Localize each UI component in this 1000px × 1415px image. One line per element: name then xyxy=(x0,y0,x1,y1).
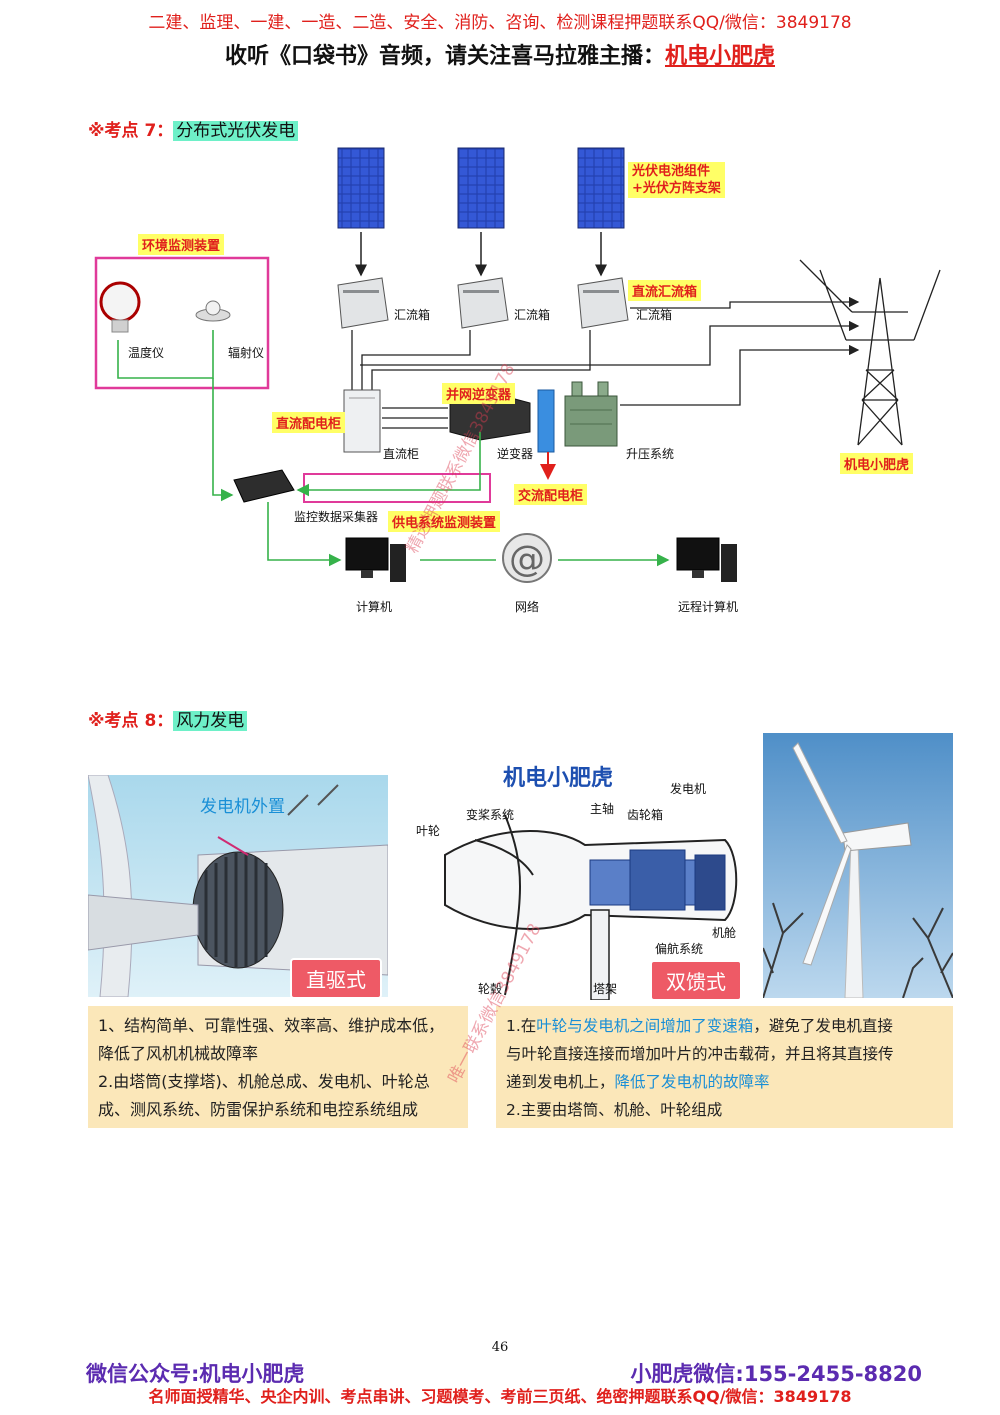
label-inverter: 逆变器 xyxy=(497,447,534,461)
label-nacelle: 机舱 xyxy=(712,926,737,940)
transmission-tower-icon xyxy=(799,259,941,446)
computer-icon xyxy=(345,537,406,582)
note-left-line3: 2.由塔筒(支撑塔)、机舱总成、发电机、叶轮总 xyxy=(98,1072,430,1091)
badge-direct-drive: 直驱式 xyxy=(290,958,382,999)
header-host-name: 机电小肥虎 xyxy=(665,44,776,69)
header-promo-line: 二建、监理、一建、一造、二造、安全、消防、咨询、检测课程押题联系QQ/微信：38… xyxy=(148,13,852,33)
label-pitch-system: 变桨系统 xyxy=(466,808,515,822)
note-right-line2: 与叶轮直接连接而增加叶片的冲击载荷，并且将其直接传 xyxy=(506,1045,894,1063)
transformer-icon xyxy=(564,381,618,447)
badge-doubly-fed: 双馈式 xyxy=(650,960,742,1001)
svg-text:@: @ xyxy=(509,539,545,580)
header-audio-line: 收听《口袋书》音频，请关注喜马拉雅主播：机电小肥虎 xyxy=(0,38,1000,70)
solar-panel-2 xyxy=(457,147,505,229)
img2-title: 机电小肥虎 xyxy=(503,766,614,791)
note-right-l1c: ，避免了发电机直接 xyxy=(753,1017,893,1035)
header-audio-prefix: 收听《口袋书》音频，请关注喜马拉雅主播： xyxy=(224,44,665,69)
combiner-box-3 xyxy=(577,277,629,329)
dc-cabinet-icon xyxy=(343,389,381,453)
note-right-line4: 2.主要由塔筒、机舱、叶轮组成 xyxy=(506,1101,723,1119)
note-left-line1: 1、结构简单、可靠性强、效率高、维护成本低， xyxy=(98,1016,445,1035)
label-generator: 发电机 xyxy=(670,782,707,796)
footer-promo-line: 名师面授精华、央企内训、考点串讲、习题模考、考前三页纸、绝密押题联系QQ/微信：… xyxy=(148,1387,852,1406)
tag-dc-cabinet: 直流配电柜 xyxy=(272,412,346,433)
label-network: 网络 xyxy=(515,600,540,614)
note-left-line4: 成、测风系统、防雷保护系统和电控系统组成 xyxy=(98,1100,419,1119)
label-boost-system: 升压系统 xyxy=(626,447,675,461)
network-icon: @ xyxy=(502,533,552,583)
tag-environment-monitor: 环境监测装置 xyxy=(138,234,225,255)
page-number: 46 xyxy=(491,1340,509,1355)
section7-heading: ※考点 7：分布式光伏发电 xyxy=(88,116,299,141)
note-direct-drive: 1、结构简单、可靠性强、效率高、维护成本低， 降低了风机机械故障率 2.由塔筒(… xyxy=(88,1006,468,1128)
thermometer-icon xyxy=(99,281,141,323)
note-right-line1: 1.在叶轮与发电机之间增加了变速箱，避免了发电机直接 xyxy=(506,1012,943,1040)
section7-prefix: ※考点 7： xyxy=(88,121,174,141)
solar-panel-3 xyxy=(577,147,625,229)
monitor-collector-icon xyxy=(233,469,295,503)
tag-dc-combiner: 直流汇流箱 xyxy=(628,280,702,301)
label-yaw-system: 偏航系统 xyxy=(655,942,704,956)
label-tower: 塔架 xyxy=(593,982,618,996)
label-monitor-collector: 监控数据采集器 xyxy=(294,510,379,524)
label-radiometer: 辐射仪 xyxy=(228,346,265,360)
section8-topic: 风力发电 xyxy=(173,711,248,731)
note-right-l3b: 降低了发电机的故障率 xyxy=(614,1073,770,1091)
tag-pv-line1: 光伏电池组件 xyxy=(632,164,711,179)
direct-drive-turbine-image xyxy=(88,775,388,997)
section8-heading: ※考点 8：风力发电 xyxy=(88,706,248,731)
footer-wechat-contact: 小肥虎微信:155-2455-8820 xyxy=(630,1362,922,1386)
label-main-shaft: 主轴 xyxy=(590,802,615,816)
combiner-box-2 xyxy=(457,277,509,329)
label-hub: 轮毂 xyxy=(478,982,503,996)
label-impeller: 叶轮 xyxy=(416,824,441,838)
footer-wechat-account: 微信公众号:机电小肥虎 xyxy=(86,1362,305,1386)
label-computer: 计算机 xyxy=(356,600,393,614)
tag-pv-modules: 光伏电池组件 +光伏方阵支架 xyxy=(628,162,725,198)
doubly-fed-turbine-diagram xyxy=(415,745,745,1000)
environment-monitor-frame xyxy=(94,256,270,390)
label-combiner-1: 汇流箱 xyxy=(394,308,431,322)
tower-caption: 机电小肥虎 xyxy=(840,453,914,474)
wind-turbine-photo xyxy=(763,733,953,998)
note-right-l1a: 1.在 xyxy=(506,1017,537,1035)
solar-panel-1 xyxy=(337,147,385,229)
note-right-l1b: 叶轮与发电机之间增加了变速箱 xyxy=(536,1017,754,1035)
label-gearbox: 齿轮箱 xyxy=(627,808,664,822)
label-remote-computer: 远程计算机 xyxy=(678,600,739,614)
label-combiner-3: 汇流箱 xyxy=(636,308,673,322)
combiner-box-1 xyxy=(337,277,389,329)
tag-power-monitor: 供电系统监测装置 xyxy=(388,511,501,532)
remote-computer-icon xyxy=(676,537,737,582)
ac-cabinet-icon xyxy=(537,389,555,453)
pv-system-diagram: @ xyxy=(94,147,941,583)
note-right-line3: 递到发电机上，降低了发电机的故障率 xyxy=(506,1068,943,1096)
label-combiner-2: 汇流箱 xyxy=(514,308,551,322)
section7-topic: 分布式光伏发电 xyxy=(173,121,299,141)
tag-inverter: 并网逆变器 xyxy=(442,383,516,404)
note-right-l3a: 递到发电机上， xyxy=(506,1073,615,1091)
note-doubly-fed: 1.在叶轮与发电机之间增加了变速箱，避免了发电机直接 与叶轮直接连接而增加叶片的… xyxy=(496,1006,953,1128)
label-thermometer: 温度仪 xyxy=(128,346,165,360)
monitor-frame xyxy=(303,473,491,503)
label-dc-cabinet: 直流柜 xyxy=(383,447,420,461)
tag-ac-cabinet: 交流配电柜 xyxy=(514,484,588,505)
img1-caption: 发电机外置 xyxy=(200,797,285,817)
section8-prefix: ※考点 8： xyxy=(88,711,174,731)
note-left-line2: 降低了风机机械故障率 xyxy=(98,1044,259,1063)
tag-pv-line2: +光伏方阵支架 xyxy=(632,181,721,196)
